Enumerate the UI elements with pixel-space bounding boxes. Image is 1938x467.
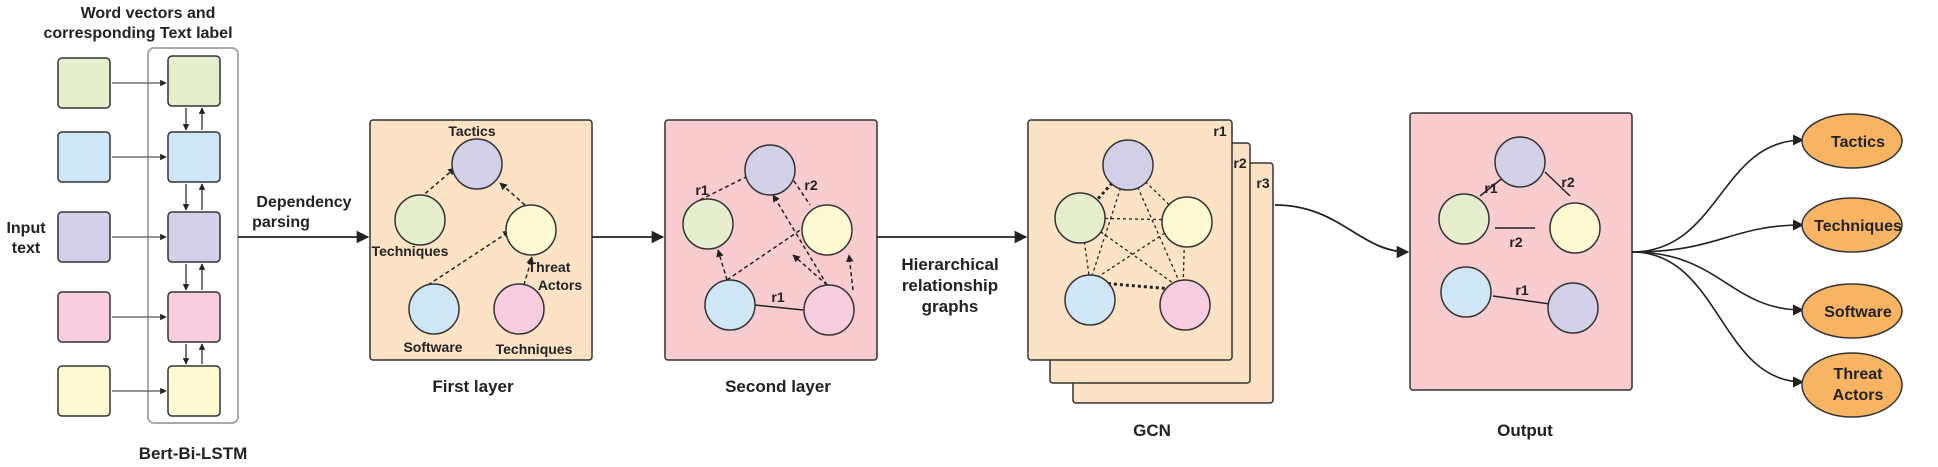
hierarchical-line3: graphs	[922, 297, 979, 316]
fl-threat-actors-node	[505, 204, 557, 256]
gcn-to-output-arrow	[1274, 204, 1410, 259]
out-r1-left: r1	[1484, 180, 1497, 196]
sl-yellow-node	[801, 204, 853, 256]
class-threat-label-line2: Actors	[1833, 387, 1884, 404]
class-software-oval	[1801, 283, 1903, 339]
input-vector-3	[57, 211, 111, 263]
out-purple-bottom-node	[1547, 282, 1599, 334]
lstm-cell-1	[167, 55, 221, 107]
input-text-label-line1: Input	[6, 220, 46, 237]
fl-threat-label-line2: Actors	[538, 277, 583, 293]
gcn-blue-node	[1064, 274, 1116, 326]
output-caption: Output	[1497, 421, 1553, 440]
word-vectors-header-line2: corresponding Text label	[43, 25, 232, 42]
fl-techniques-bottom-node	[493, 283, 545, 335]
sl-green-node	[682, 198, 734, 250]
input-vector-2	[57, 131, 111, 183]
gcn-r3-label: r3	[1256, 175, 1269, 191]
word-vectors-header-line1: Word vectors and	[81, 5, 216, 22]
fl-software-label: Software	[403, 339, 462, 355]
fl-techniques-bottom-label: Techniques	[496, 341, 573, 357]
lstm-cell-2	[167, 131, 221, 183]
fl-tactics-label: Tactics	[448, 123, 495, 139]
fl-techniques-label: Techniques	[372, 243, 449, 259]
out-green-node	[1438, 193, 1490, 245]
first-layer-edges	[419, 167, 534, 286]
lstm-cell-5	[167, 365, 221, 417]
bert-bilstm-label: Bert-Bi-LSTM	[139, 444, 248, 463]
class-software-label: Software	[1824, 304, 1892, 321]
class-techniques-oval	[1801, 197, 1903, 253]
sl-blue-node	[704, 279, 756, 331]
bilstm-frame	[147, 47, 239, 424]
fl-software-node	[408, 283, 460, 335]
sl-purple-node	[744, 144, 796, 196]
dependency-parsing-line1: Dependency	[256, 194, 351, 211]
second-layer-edges	[699, 174, 854, 291]
class-threat-actors-oval	[1801, 352, 1903, 418]
output-fanout-arrows	[1631, 134, 1805, 388]
gcn-green-node	[1054, 192, 1106, 244]
input-vector-4	[57, 291, 111, 343]
input-to-lstm-arrows	[112, 79, 167, 395]
input-vector-5	[57, 365, 111, 417]
sl-r1-bottom: r1	[771, 289, 784, 305]
second-layer-caption: Second layer	[725, 377, 831, 396]
bilstm-arrows	[182, 107, 206, 365]
fl-threat-label-line1: Threat	[528, 259, 571, 275]
out-r1-bottom: r1	[1515, 282, 1528, 298]
fl-tactics-node	[451, 138, 503, 190]
input-vector-1	[57, 57, 111, 109]
out-r2-top: r2	[1561, 174, 1574, 190]
sl-r1-left: r1	[695, 182, 708, 198]
gcn-r2-label: r2	[1233, 155, 1246, 171]
sl-pink-node	[803, 284, 855, 336]
gcn-purple-node	[1102, 139, 1154, 191]
out-purple-node	[1494, 136, 1546, 188]
hierarchical-line2: relationship	[902, 276, 998, 295]
gcn-pink-node	[1159, 279, 1211, 331]
input-text-label-line2: text	[12, 240, 41, 257]
out-r2-mid: r2	[1509, 234, 1522, 250]
gcn-r1-label: r1	[1213, 123, 1226, 139]
dependency-parsing-line2: parsing	[252, 214, 310, 231]
class-techniques-label: Techniques	[1814, 218, 1902, 235]
sl-solid-edge	[754, 304, 804, 311]
class-threat-label-line1: Threat	[1834, 366, 1884, 383]
sl-r2-top: r2	[804, 177, 817, 193]
class-tactics-oval	[1801, 113, 1903, 169]
class-tactics-label: Tactics	[1831, 134, 1885, 151]
first-layer-caption: First layer	[432, 377, 514, 396]
out-blue-node	[1440, 266, 1492, 318]
gcn-caption: GCN	[1133, 421, 1171, 440]
lstm-cell-3	[167, 211, 221, 263]
lstm-cell-4	[167, 291, 221, 343]
out-yellow-node	[1549, 202, 1601, 254]
hierarchical-line1: Hierarchical	[901, 255, 998, 274]
fl-techniques-node	[394, 194, 446, 246]
gcn-yellow-node	[1161, 196, 1213, 248]
